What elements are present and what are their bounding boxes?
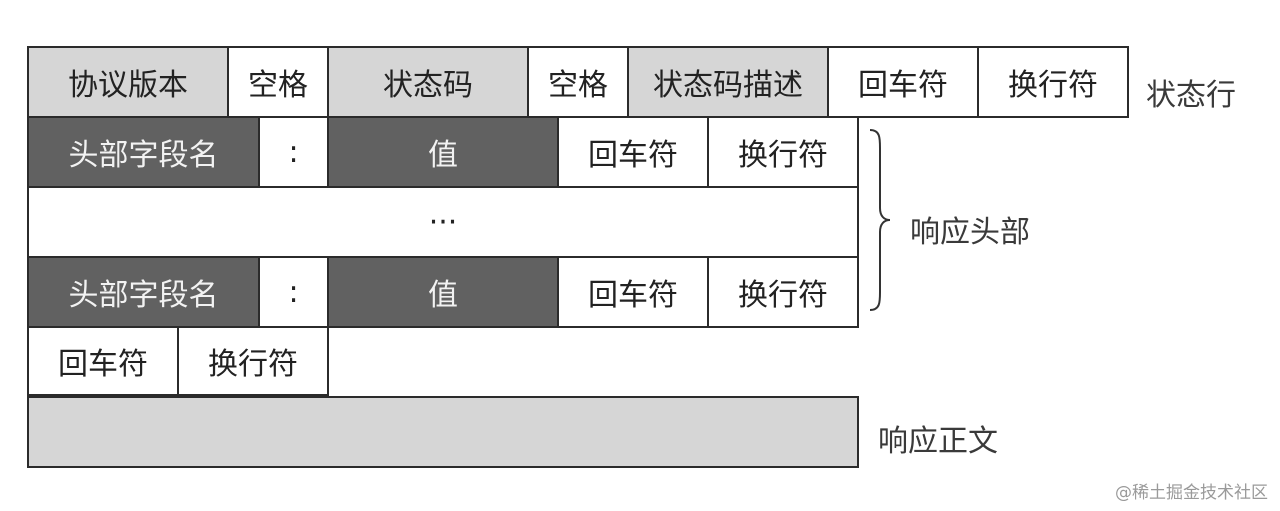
- colon-cell: :: [258, 116, 329, 188]
- headers-brace-icon: [869, 129, 891, 311]
- line-feed-cell: 换行符: [707, 256, 859, 328]
- response-body-label: 响应正文: [878, 424, 998, 459]
- carriage-return-cell: 回车符: [827, 46, 979, 118]
- status-description-cell: 状态码描述: [627, 46, 829, 118]
- protocol-version-cell: 协议版本: [27, 46, 229, 118]
- header-value-cell: 值: [327, 116, 559, 188]
- space-cell: 空格: [527, 46, 629, 118]
- header-field-name-cell: 头部字段名: [27, 256, 260, 328]
- header-field-name-cell: 头部字段名: [27, 116, 260, 188]
- watermark-text: @稀土掘金技术社区: [1115, 483, 1268, 503]
- colon-cell: :: [258, 256, 329, 328]
- status-code-cell: 状态码: [327, 46, 529, 118]
- header-value-cell: 值: [327, 256, 559, 328]
- carriage-return-cell: 回车符: [557, 116, 709, 188]
- carriage-return-cell: 回车符: [557, 256, 709, 328]
- space-cell: 空格: [227, 46, 329, 118]
- line-feed-cell: 换行符: [707, 116, 859, 188]
- status-line-label: 状态行: [1146, 78, 1236, 113]
- line-feed-cell: 换行符: [177, 326, 329, 396]
- response-body-block: [27, 396, 859, 468]
- line-feed-cell: 换行符: [977, 46, 1129, 118]
- response-headers-label: 响应头部: [910, 215, 1030, 250]
- carriage-return-cell: 回车符: [27, 326, 179, 396]
- ellipsis-row: ···: [27, 186, 859, 258]
